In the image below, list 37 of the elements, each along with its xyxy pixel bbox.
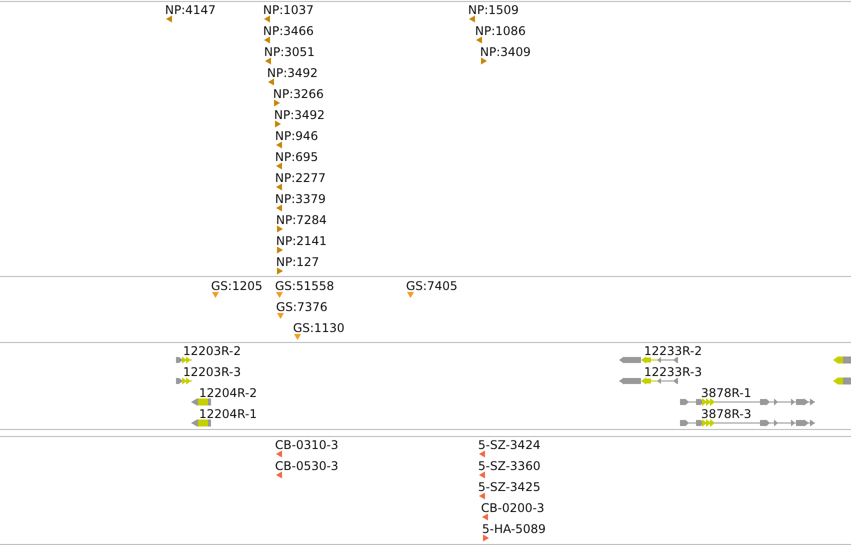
feature-label: NP:3492 bbox=[274, 108, 325, 122]
feature-label: GS:51558 bbox=[275, 279, 334, 293]
feature-label: 12204R-2 bbox=[199, 386, 257, 400]
feature-label: 5-SZ-3360 bbox=[478, 459, 540, 473]
feature-label: NP:7284 bbox=[276, 213, 327, 227]
feature-label: 12204R-1 bbox=[199, 407, 257, 421]
feature-label: NP:2141 bbox=[276, 234, 327, 248]
feature-label: NP:1037 bbox=[263, 3, 314, 17]
feature-label: 12203R-3 bbox=[183, 365, 241, 379]
feature-label: CB-0200-3 bbox=[481, 501, 544, 515]
feature-label: NP:946 bbox=[275, 129, 318, 143]
feature-label: 12233R-2 bbox=[644, 344, 702, 358]
feature-label: NP:4147 bbox=[165, 3, 216, 17]
feature-label: 5-SZ-3424 bbox=[478, 438, 540, 452]
feature-label: 5-HA-5089 bbox=[482, 522, 546, 536]
feature-label: NP:1509 bbox=[468, 3, 519, 17]
feature-label: NP:3051 bbox=[264, 45, 315, 59]
feature-label: NP:3379 bbox=[275, 192, 326, 206]
feature-label: GS:1205 bbox=[211, 279, 262, 293]
feature-label: GS:7405 bbox=[406, 279, 458, 293]
feature-label: NP:3266 bbox=[273, 87, 324, 101]
feature-label: CB-0310-3 bbox=[275, 438, 338, 452]
feature-label: 3878R-3 bbox=[701, 407, 752, 421]
feature-label: NP:695 bbox=[275, 150, 318, 164]
feature-label: CB-0530-3 bbox=[275, 459, 338, 473]
feature-label: 5-SZ-3425 bbox=[478, 480, 540, 494]
feature-label: GS:1130 bbox=[293, 321, 344, 335]
feature-label: NP:3492 bbox=[267, 66, 318, 80]
feature-label: NP:3466 bbox=[263, 24, 314, 38]
feature-label: NP:3409 bbox=[480, 45, 531, 59]
feature-label: NP:127 bbox=[276, 255, 320, 269]
feature-label: GS:7376 bbox=[276, 300, 328, 314]
feature-label: 3878R-1 bbox=[701, 386, 752, 400]
feature-label: 12203R-2 bbox=[183, 344, 241, 358]
feature-label: NP:2277 bbox=[275, 171, 326, 185]
feature-label: NP:1086 bbox=[475, 24, 526, 38]
feature-label: 12233R-3 bbox=[644, 365, 702, 379]
